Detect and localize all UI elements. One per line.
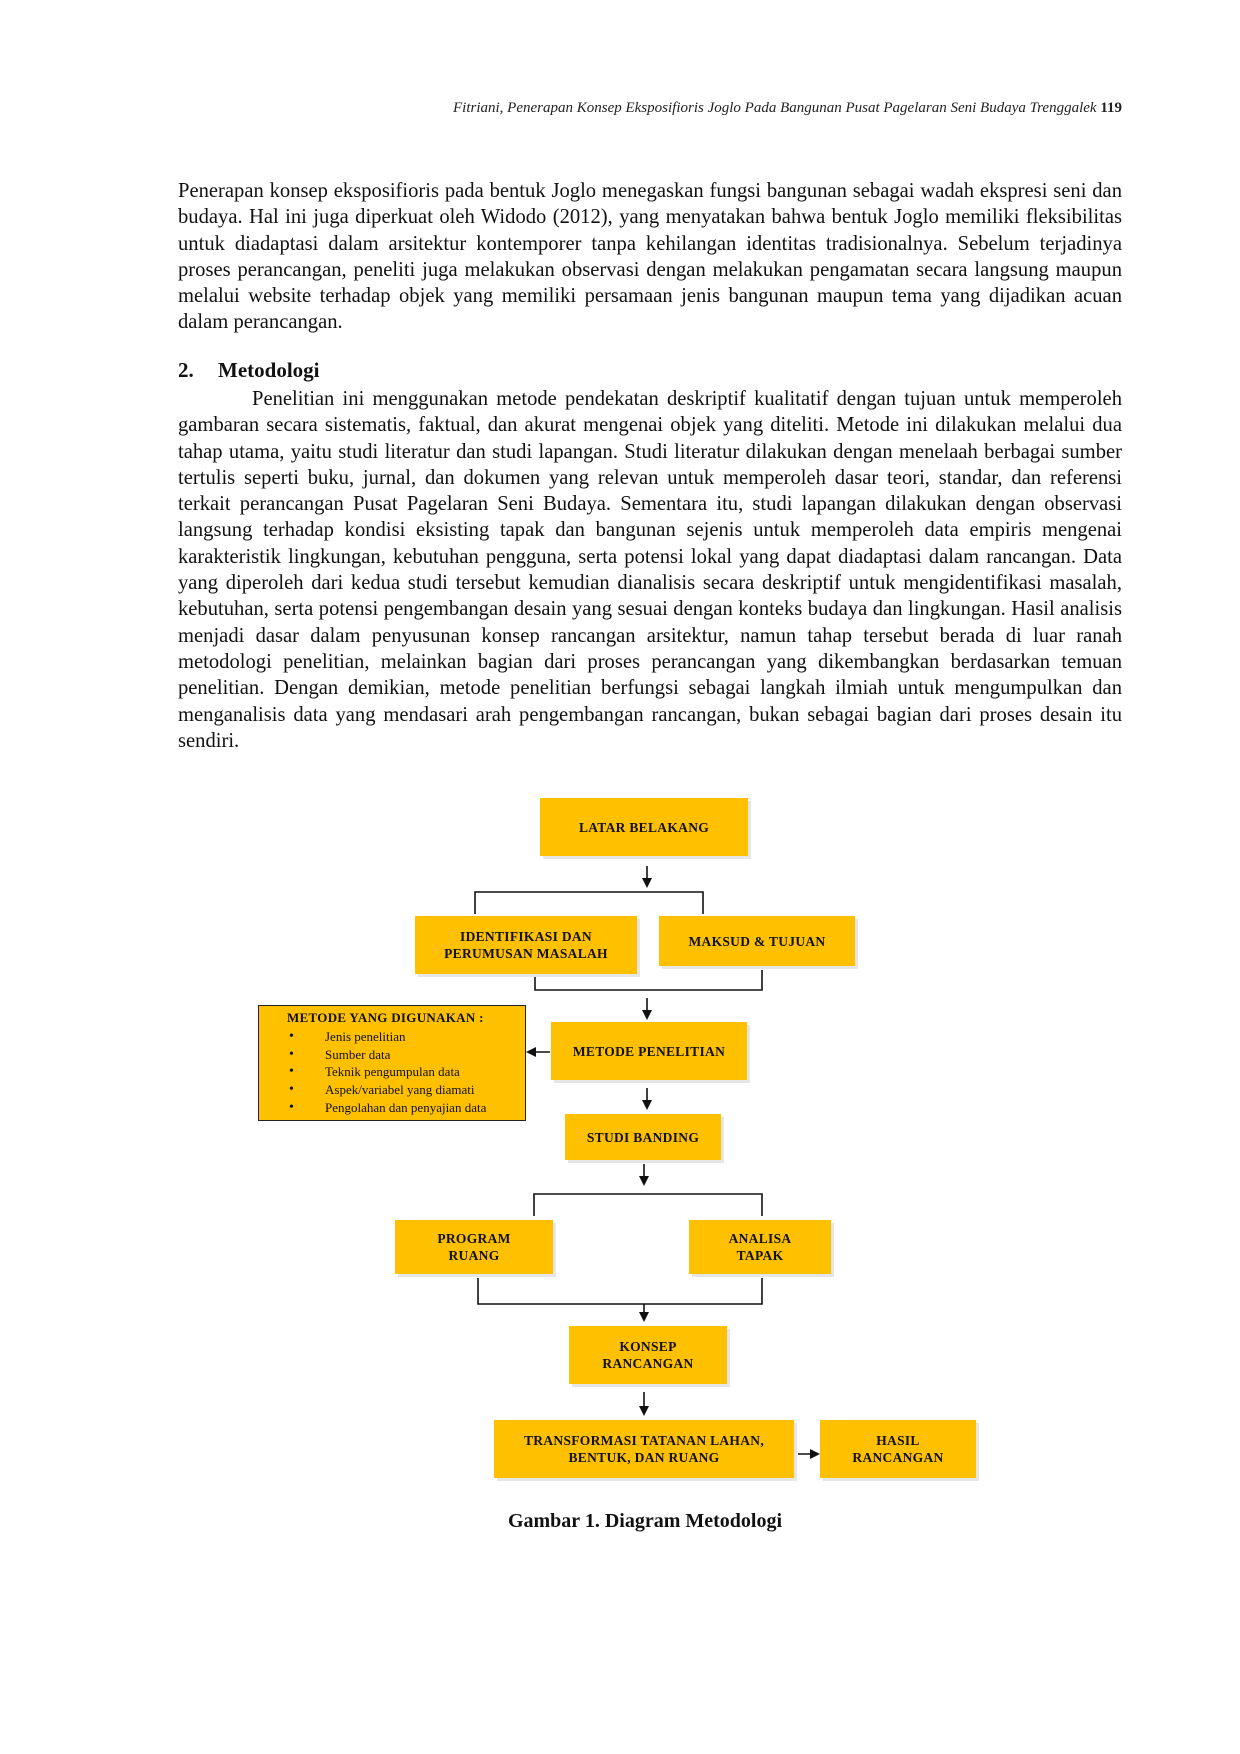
node-program-ruang: PROGRAM RUANG bbox=[395, 1220, 553, 1274]
methods-list-item: Aspek/variabel yang diamati bbox=[267, 1081, 519, 1099]
node-konsep-rancangan: KONSEP RANCANGAN bbox=[569, 1326, 727, 1384]
node-transformasi: TRANSFORMASI TATANAN LAHAN, BENTUK, DAN … bbox=[494, 1420, 794, 1478]
section-number: 2. bbox=[178, 358, 194, 382]
running-header: Fitriani, Penerapan Konsep Eksposifioris… bbox=[178, 100, 1122, 117]
section-title: Metodologi bbox=[218, 358, 320, 382]
merge-bracket-2 bbox=[477, 1278, 763, 1305]
methods-list-item: Pengolahan dan penyajian data bbox=[267, 1099, 519, 1117]
methods-list-item: Jenis penelitian bbox=[267, 1028, 519, 1046]
node-identifikasi-masalah: IDENTIFIKASI DAN PERUMUSAN MASALAH bbox=[415, 916, 637, 974]
split-bracket-2 bbox=[533, 1193, 763, 1216]
methods-title: METODE YANG DIGUNAKAN : bbox=[287, 1010, 484, 1025]
split-bracket-1 bbox=[474, 891, 704, 914]
methods-list-item: Sumber data bbox=[267, 1046, 519, 1064]
running-title: Fitriani, Penerapan Konsep Eksposifioris… bbox=[453, 100, 1097, 116]
node-analisa-tapak: ANALISA TAPAK bbox=[689, 1220, 831, 1274]
node-hasil-rancangan: HASIL RANCANGAN bbox=[820, 1420, 976, 1478]
page-number: 119 bbox=[1100, 100, 1122, 116]
node-metode-penelitian: METODE PENELITIAN bbox=[551, 1022, 747, 1080]
section-heading: 2. Metodologi bbox=[178, 358, 319, 383]
methods-list: Jenis penelitian Sumber data Teknik peng… bbox=[267, 1028, 519, 1117]
merge-bracket-1 bbox=[534, 970, 763, 991]
node-latar-belakang: LATAR BELAKANG bbox=[540, 798, 748, 856]
methods-list-item: Teknik pengumpulan data bbox=[267, 1063, 519, 1081]
figure-caption: Gambar 1. Diagram Metodologi bbox=[507, 1510, 783, 1532]
methods-used-box: METODE YANG DIGUNAKAN : Jenis penelitian… bbox=[258, 1005, 526, 1121]
intro-paragraph: Penerapan konsep eksposifioris pada bent… bbox=[178, 180, 1122, 334]
node-maksud-tujuan: MAKSUD & TUJUAN bbox=[659, 916, 855, 966]
node-studi-banding: STUDI BANDING bbox=[565, 1114, 721, 1160]
methodology-paragraph: Penelitian ini menggunakan metode pendek… bbox=[178, 388, 1122, 752]
